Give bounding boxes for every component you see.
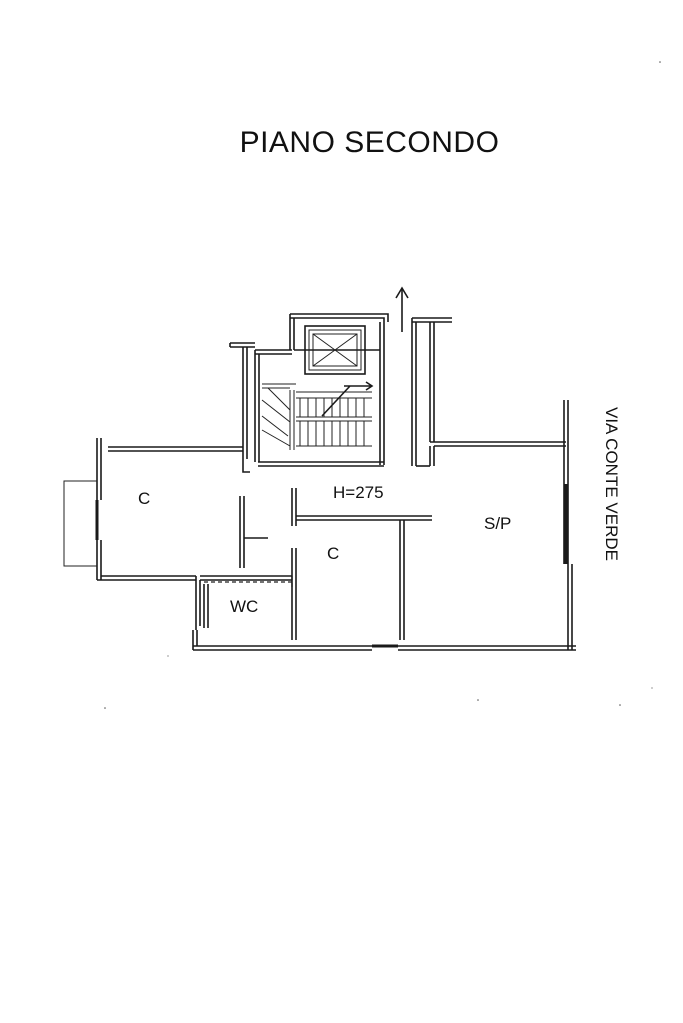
scan-specks (104, 61, 661, 709)
elevator-shaft (304, 325, 366, 375)
stairwell (229, 313, 389, 473)
ceiling-height-label: H=275 (333, 483, 384, 502)
street-label: VIA CONTE VERDE (602, 407, 621, 561)
interior-walls (200, 488, 432, 640)
room-label-wc: WC (230, 597, 258, 616)
outer-walls (63, 317, 576, 651)
room-label-living: S/P (484, 514, 511, 533)
north-arrow (395, 286, 409, 332)
staircase-steps (261, 381, 374, 450)
room-label-middle: C (327, 544, 339, 563)
room-label-west: C (138, 489, 150, 508)
floor-title: PIANO SECONDO (239, 126, 500, 159)
